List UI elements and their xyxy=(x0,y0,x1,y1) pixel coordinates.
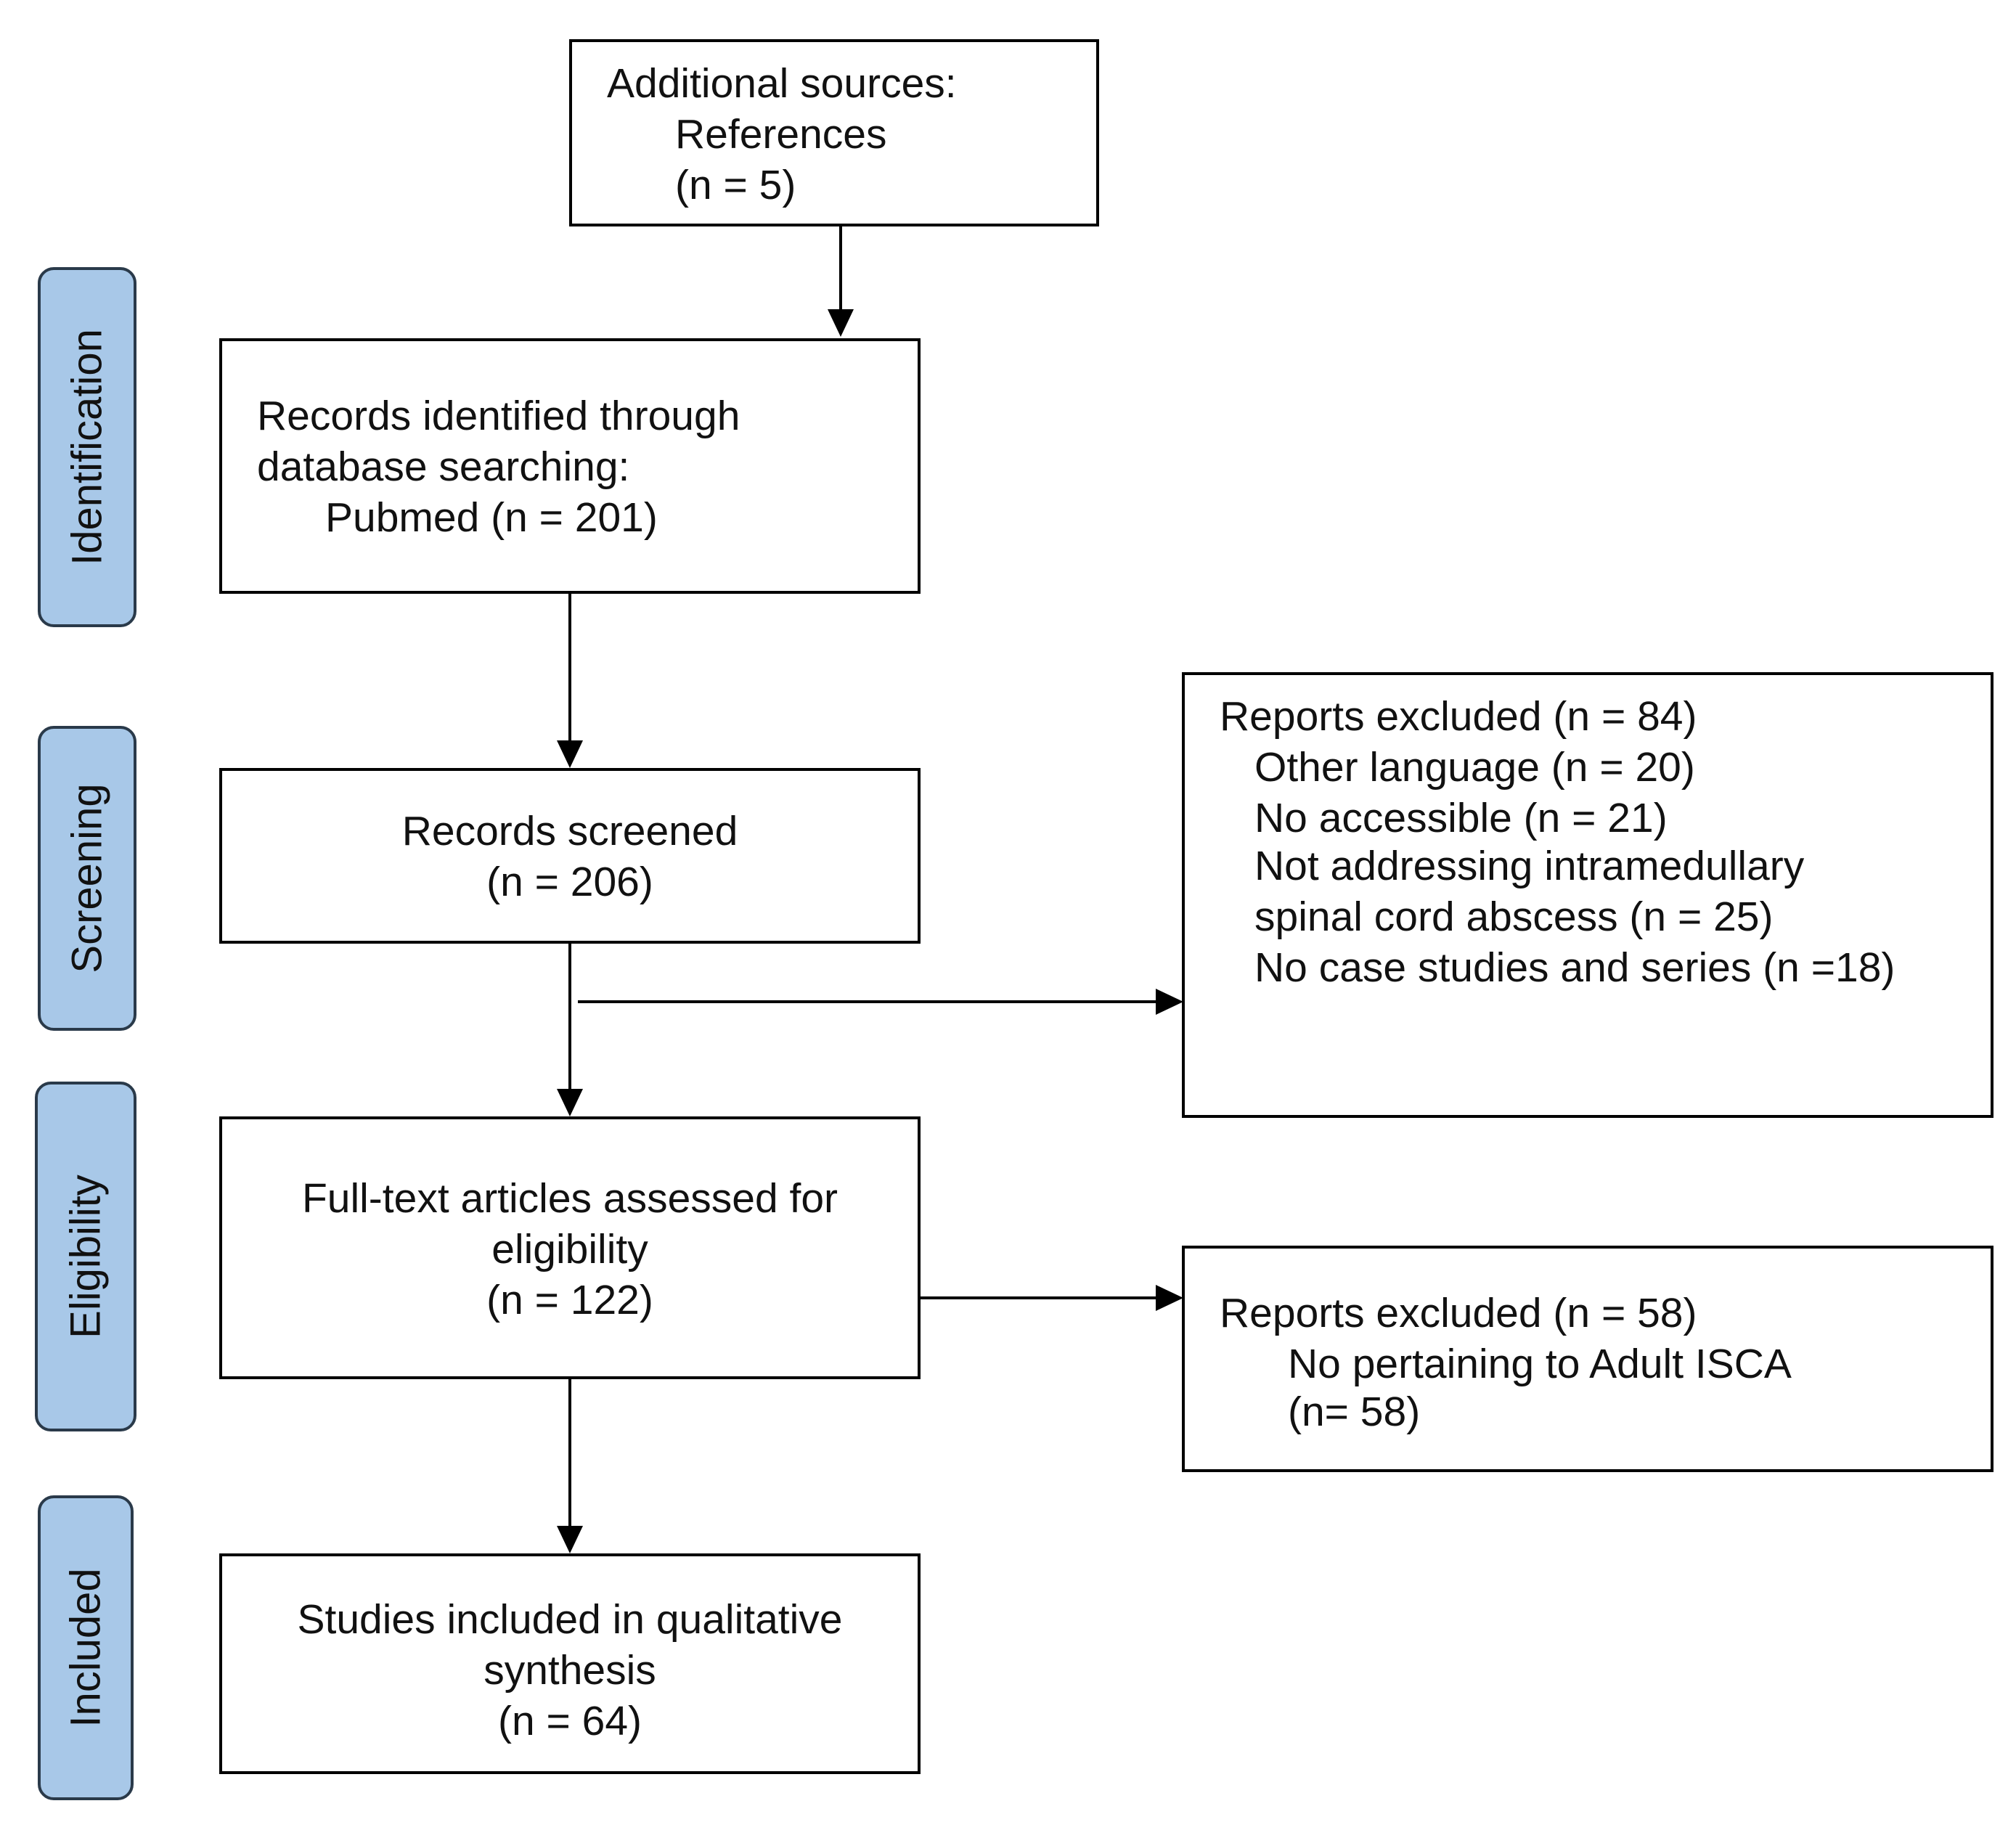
studies-included-line-2: synthesis xyxy=(483,1647,656,1694)
reports-excluded-eligibility-line-3: (n= 58) xyxy=(1288,1389,1421,1435)
reports-excluded-eligibility-line-1: Reports excluded (n = 58) xyxy=(1220,1290,1697,1336)
arrowhead-fulltext-excluded xyxy=(1156,1285,1183,1311)
reports-excluded-screening-box: Reports excluded (n = 84) Other language… xyxy=(1182,672,1993,1118)
additional-sources-line-3: (n = 5) xyxy=(675,162,796,208)
full-text-assessed-box: Full-text articles assessed for eligibil… xyxy=(219,1116,921,1379)
stage-identification: Identification xyxy=(38,267,136,627)
reports-excluded-screening-line-4: Not addressing intramedullary xyxy=(1254,843,1805,889)
full-text-assessed-line-3: (n = 122) xyxy=(486,1277,653,1323)
arrowhead-screened-excluded xyxy=(1156,989,1183,1015)
additional-sources-box: Additional sources: References (n = 5) xyxy=(569,39,1099,226)
arrowhead-identified xyxy=(557,740,583,768)
full-text-assessed-line-1: Full-text articles assessed for xyxy=(301,1175,838,1222)
stage-eligibility: Eligibility xyxy=(35,1082,136,1431)
additional-sources-line-1: Additional sources: xyxy=(607,60,957,107)
records-identified-box: Records identified through database sear… xyxy=(219,338,921,594)
reports-excluded-screening-line-3: No accessible (n = 21) xyxy=(1254,795,1668,841)
records-screened-line-1: Records screened xyxy=(401,808,738,854)
reports-excluded-screening-line-5: spinal cord abscess (n = 25) xyxy=(1254,894,1774,940)
reports-excluded-screening-line-2: Other language (n = 20) xyxy=(1254,744,1695,791)
studies-included-line-1: Studies included in qualitative xyxy=(297,1596,843,1643)
records-identified-line-2: database searching: xyxy=(257,444,630,490)
studies-included-line-3: (n = 64) xyxy=(497,1698,642,1744)
reports-excluded-screening-line-6: No case studies and series (n =18) xyxy=(1254,944,1895,991)
records-screened-line-2: (n = 206) xyxy=(486,859,653,905)
stage-screening: Screening xyxy=(38,726,136,1031)
stage-included: Included xyxy=(38,1495,134,1800)
records-screened-box: Records screened (n = 206) xyxy=(219,768,921,944)
additional-sources-line-2: References xyxy=(675,111,887,158)
arrowhead-sources xyxy=(828,309,854,337)
records-identified-line-3: Pubmed (n = 201) xyxy=(325,494,658,541)
arrowhead-screened xyxy=(557,1089,583,1116)
reports-excluded-eligibility-box: Reports excluded (n = 58) No pertaining … xyxy=(1182,1246,1993,1472)
reports-excluded-screening-line-1: Reports excluded (n = 84) xyxy=(1220,693,1697,740)
records-identified-line-1: Records identified through xyxy=(257,393,740,439)
studies-included-box: Studies included in qualitative synthesi… xyxy=(219,1553,921,1774)
full-text-assessed-line-2: eligibility xyxy=(491,1226,648,1272)
reports-excluded-eligibility-line-2: No pertaining to Adult ISCA xyxy=(1288,1341,1792,1387)
arrowhead-included xyxy=(557,1526,583,1553)
